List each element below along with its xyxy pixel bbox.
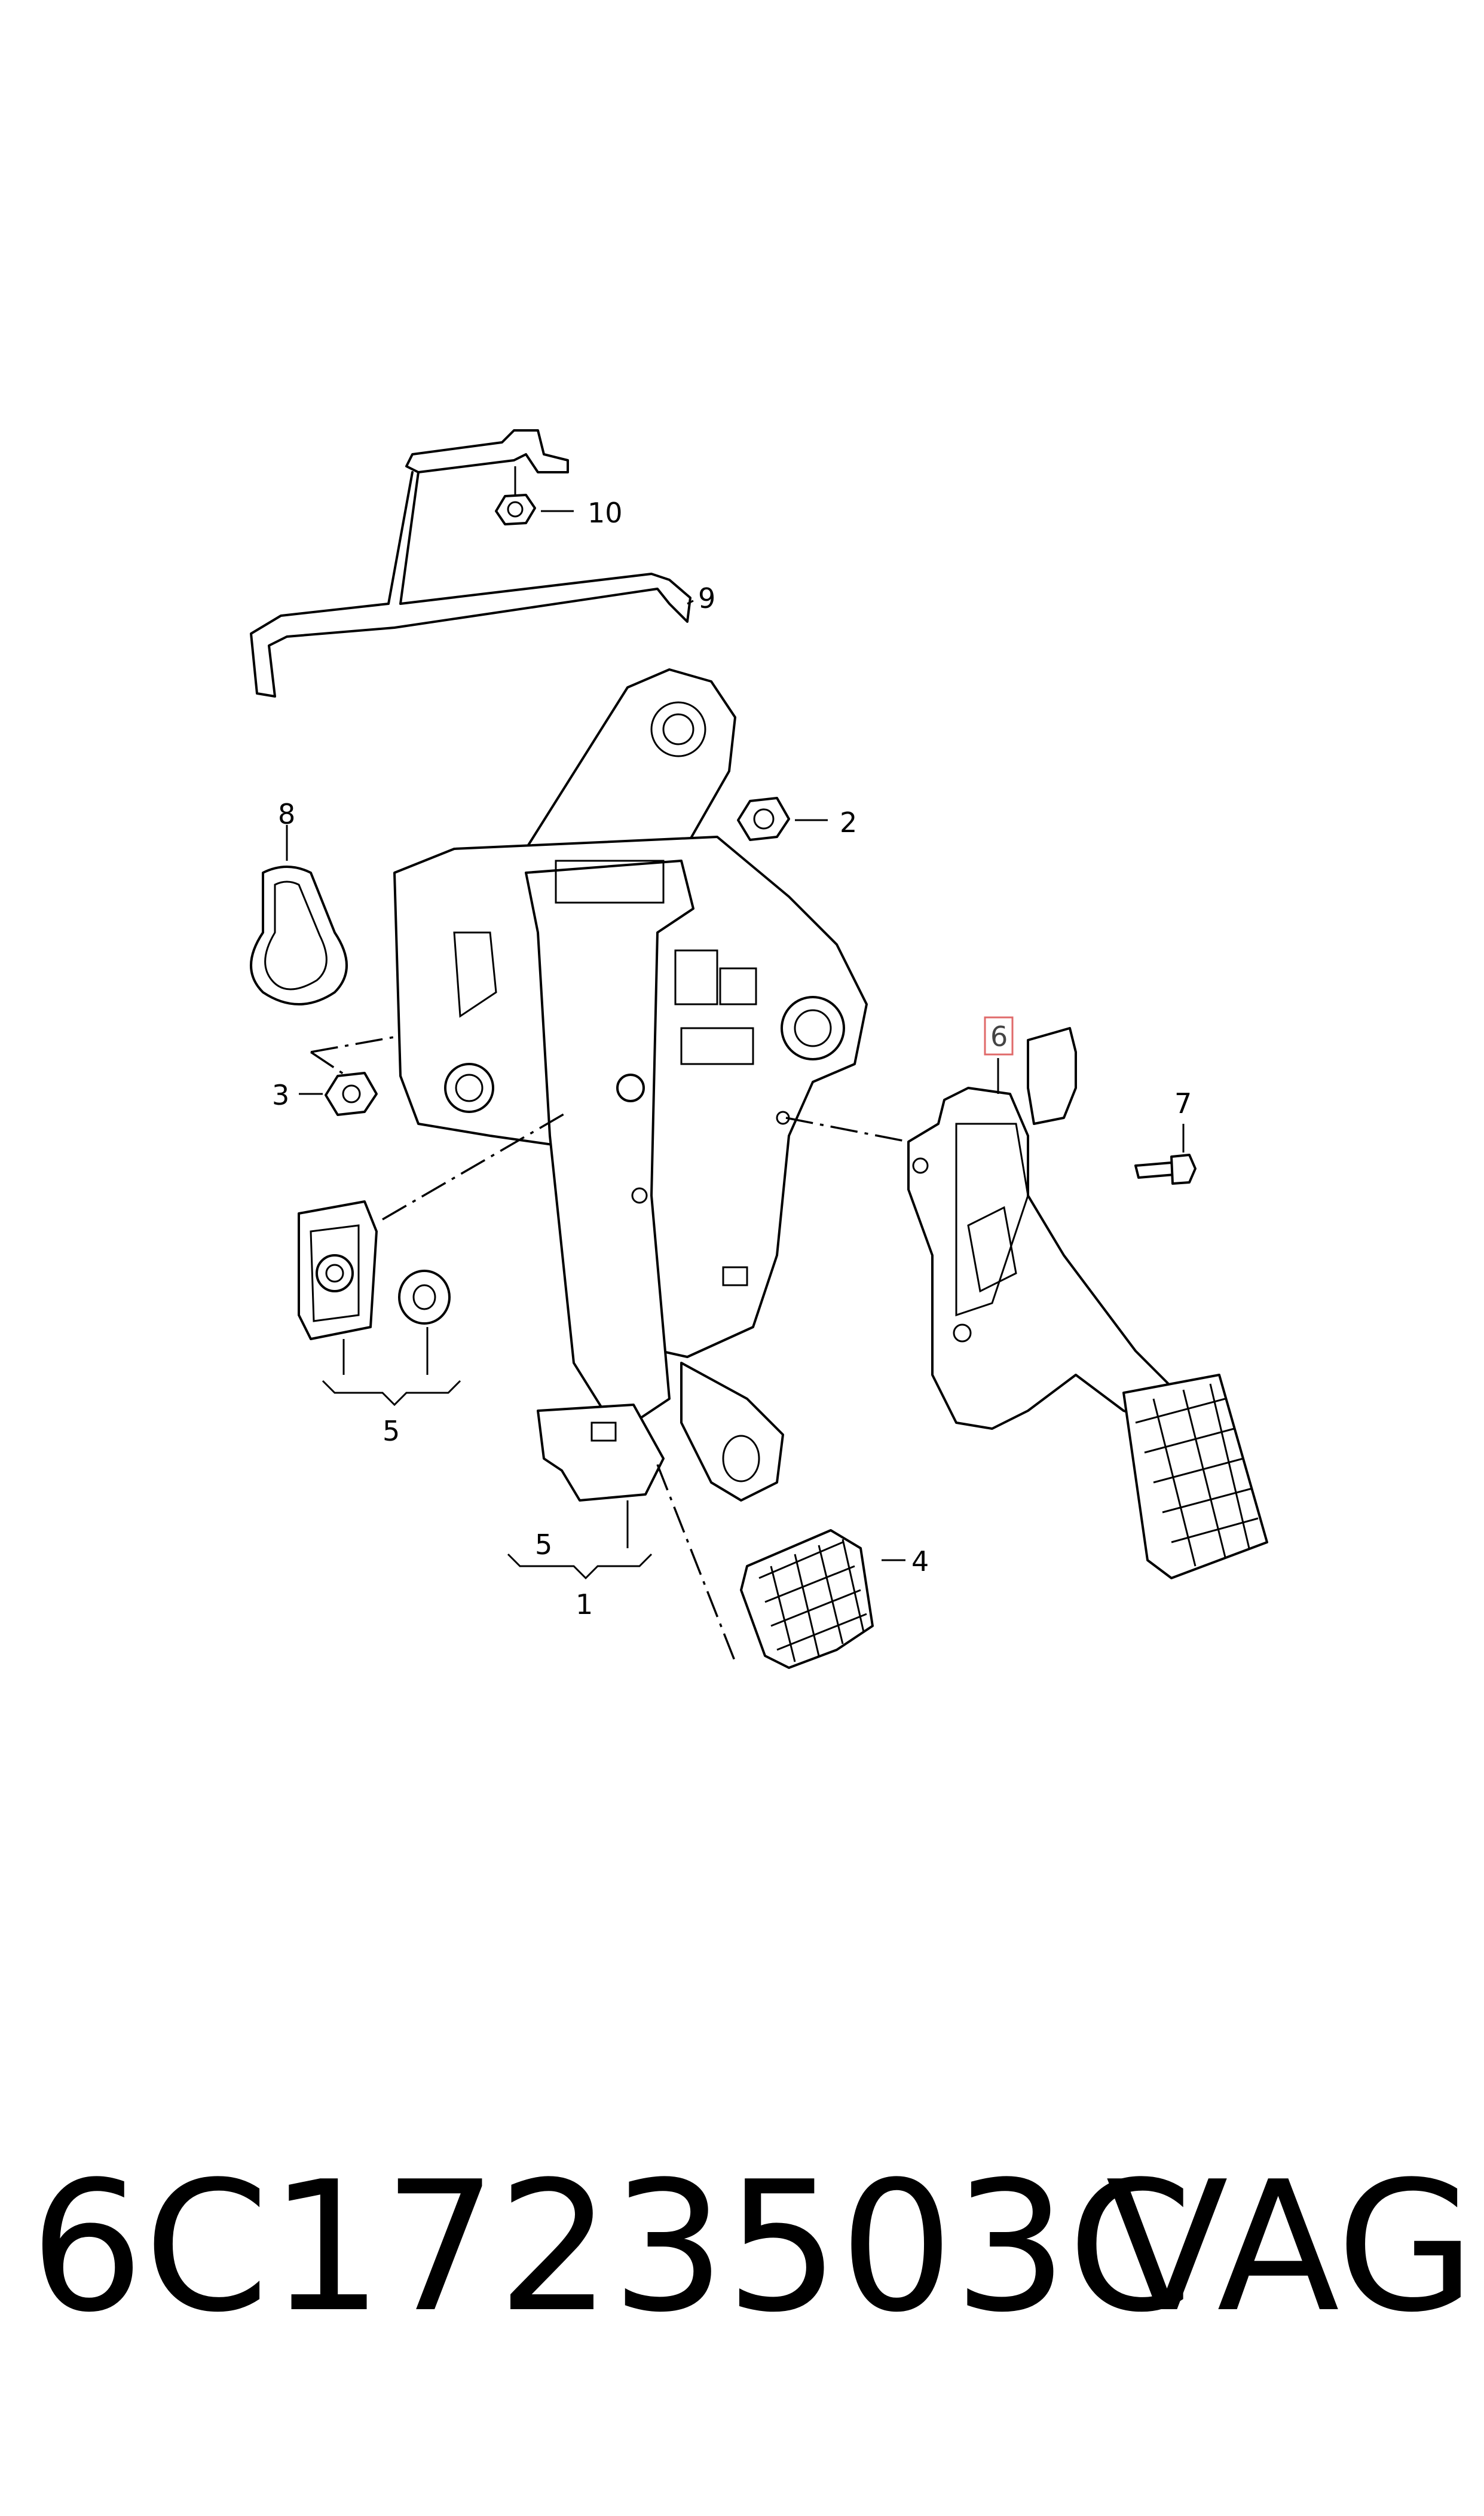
brand-label: VAG: [1106, 2143, 1476, 2352]
rod-bracket-part-9: [250, 429, 691, 698]
accelerator-pedal-part-6: [785, 1027, 1268, 1579]
callout-9: 9: [698, 582, 715, 615]
pedal-pad-part-4: [656, 1464, 905, 1669]
callout-6-highlight-box: [984, 1016, 1014, 1056]
callout-5-left: 5: [383, 1415, 400, 1447]
nut-part-10: [495, 466, 574, 525]
grommet-part-8: [250, 825, 348, 1005]
bolt-part-7: [1134, 1124, 1197, 1185]
clip-bushing-part-5: [298, 1111, 568, 1407]
nut-part-2: [737, 797, 828, 841]
part-number: 6C1723503C: [30, 2143, 1193, 2352]
callout-3: 3: [272, 1079, 289, 1111]
pedal-bracket-part-1: [393, 668, 868, 1580]
callout-1: 1: [576, 1588, 593, 1621]
callout-5-bottom: 5: [535, 1528, 552, 1561]
callout-6: 6: [990, 1020, 1008, 1053]
callout-8: 8: [278, 798, 295, 830]
callout-4: 4: [911, 1545, 929, 1578]
footer: 6C1723503C VAG: [0, 2140, 1484, 2355]
callout-2: 2: [840, 806, 857, 839]
callout-7: 7: [1174, 1087, 1192, 1120]
callout-10: 10: [588, 497, 623, 529]
